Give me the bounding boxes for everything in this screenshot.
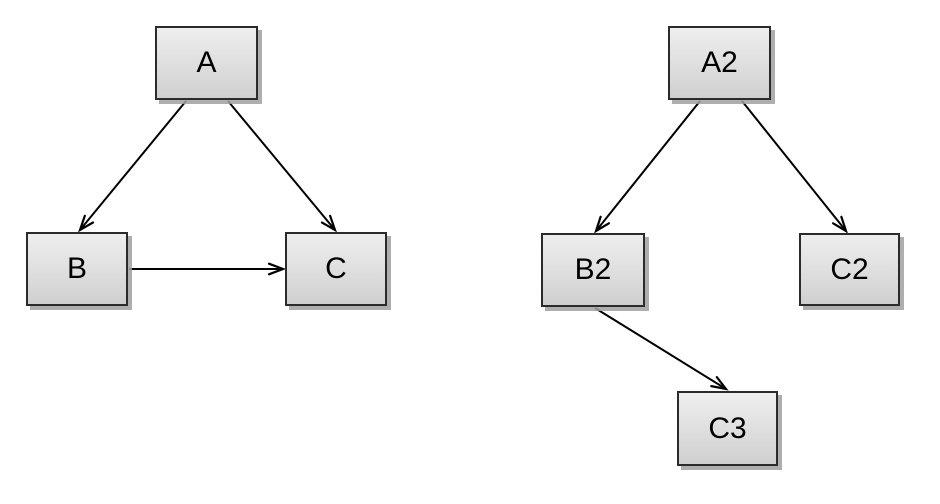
- node-label: C3: [708, 411, 747, 445]
- node-label: B2: [574, 253, 612, 286]
- edge-line: [594, 307, 727, 390]
- node-label: C: [325, 252, 347, 285]
- node-label: C2: [830, 252, 869, 286]
- node-a[interactable]: A: [155, 26, 258, 100]
- node-c2[interactable]: C2: [799, 233, 900, 306]
- arrowhead-icon: [832, 215, 848, 234]
- edge-line: [741, 100, 847, 232]
- node-label: A: [196, 46, 217, 79]
- node-b[interactable]: B: [26, 232, 128, 306]
- arrowhead-icon: [594, 215, 610, 234]
- arrowhead-icon: [78, 214, 95, 233]
- edge-a2-c2: [741, 100, 848, 234]
- edge-line: [595, 100, 701, 232]
- edge-a2-b2: [594, 100, 701, 234]
- edge-line: [79, 100, 187, 231]
- edge-line: [227, 100, 336, 231]
- edge-b2-c3: [594, 307, 729, 391]
- node-label: A2: [701, 46, 738, 79]
- node-label: B: [66, 252, 87, 285]
- node-c[interactable]: C: [285, 232, 387, 306]
- edge-a-b: [78, 100, 187, 233]
- arrowhead-icon: [267, 262, 287, 276]
- arrowhead-icon: [320, 214, 337, 233]
- arrowhead-icon: [710, 376, 729, 391]
- node-b2[interactable]: B2: [541, 233, 645, 307]
- edge-a-c: [227, 100, 337, 233]
- node-c3[interactable]: C3: [677, 391, 778, 466]
- edge-b-c: [129, 262, 287, 276]
- node-a2[interactable]: A2: [668, 26, 771, 100]
